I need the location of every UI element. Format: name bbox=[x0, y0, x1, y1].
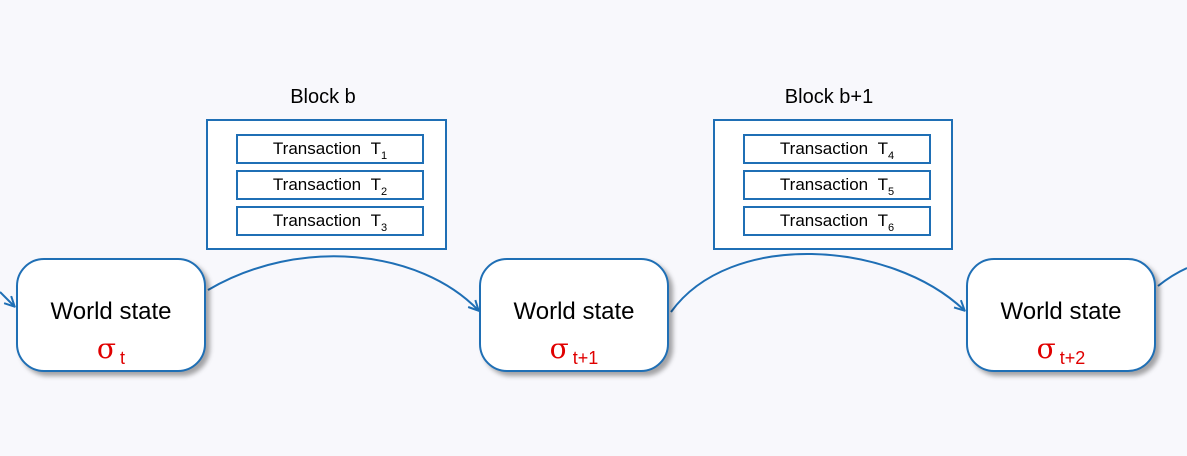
state-subscript: t+1 bbox=[572, 348, 599, 368]
world-state-label: World state bbox=[1000, 298, 1122, 325]
transaction-symbol: T bbox=[877, 175, 888, 194]
transaction-symbol: T bbox=[877, 211, 888, 230]
transaction-index: 6 bbox=[887, 222, 895, 234]
transaction-index: 1 bbox=[380, 150, 388, 162]
outgoing-arrow bbox=[1157, 267, 1187, 287]
transaction-label: Transaction bbox=[779, 211, 869, 230]
transaction-index: 5 bbox=[887, 186, 895, 198]
transaction-label: Transaction bbox=[272, 175, 362, 194]
state-subscript: t+2 bbox=[1059, 348, 1086, 368]
arrow-state-t1-to-t2 bbox=[670, 253, 964, 313]
block-b-title: Block b bbox=[290, 86, 356, 108]
transaction-index: 3 bbox=[380, 222, 388, 234]
transaction-symbol: T bbox=[370, 211, 381, 230]
transaction-label: Transaction bbox=[272, 139, 362, 158]
transaction-symbol: T bbox=[877, 139, 888, 158]
arrow-state-t-to-t1 bbox=[207, 255, 478, 310]
transaction-index: 4 bbox=[887, 150, 895, 162]
transaction-t5: Transaction T5 bbox=[743, 170, 931, 200]
transaction-label: Transaction bbox=[779, 139, 869, 158]
sigma-symbol: σ bbox=[549, 332, 569, 365]
transaction-symbol: T bbox=[370, 175, 381, 194]
transaction-t4: Transaction T4 bbox=[743, 134, 931, 164]
sigma-symbol: σ bbox=[1036, 332, 1056, 365]
world-state-label: World state bbox=[513, 298, 635, 325]
transaction-index: 2 bbox=[380, 186, 388, 198]
sigma-symbol: σ bbox=[96, 332, 117, 365]
transaction-t1: Transaction T1 bbox=[236, 134, 424, 164]
block-b1-title: Block b+1 bbox=[784, 86, 874, 108]
incoming-arrow bbox=[0, 291, 14, 306]
transaction-label: Transaction bbox=[272, 211, 362, 230]
state-subscript: t bbox=[120, 348, 126, 368]
transaction-t3: Transaction T3 bbox=[236, 206, 424, 236]
block-b: Transaction T1 Transaction T2 Transactio… bbox=[206, 119, 447, 250]
transaction-t6: Transaction T6 bbox=[743, 206, 931, 236]
world-state-label: World state bbox=[50, 298, 172, 325]
transaction-label: Transaction bbox=[779, 175, 869, 194]
transaction-t2: Transaction T2 bbox=[236, 170, 424, 200]
block-b1: Transaction T4 Transaction T5 Transactio… bbox=[713, 119, 953, 250]
transaction-symbol: T bbox=[370, 139, 381, 158]
